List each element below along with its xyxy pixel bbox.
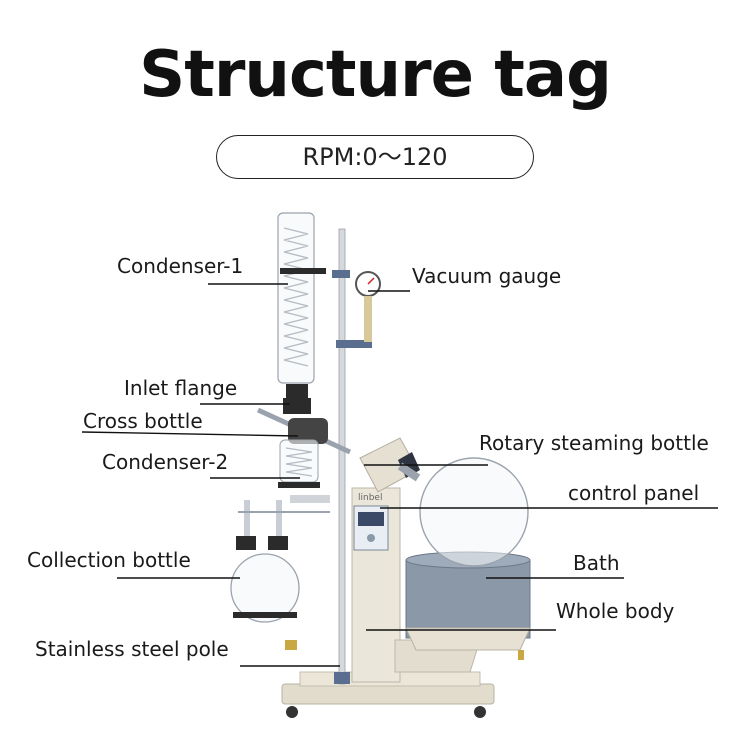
condenser-2 — [278, 439, 330, 503]
brand-logo: linbel — [358, 493, 382, 503]
collection-bottle — [230, 500, 330, 650]
leader-cross-bottle — [81, 431, 299, 437]
label-condenser-1: Condenser-1 — [117, 254, 244, 278]
leader-lines — [81, 283, 718, 667]
label-rotary-steaming-bottle: Rotary steaming bottle — [479, 431, 709, 455]
label-whole-body: Whole body — [556, 599, 675, 623]
label-stainless-steel-pole: Stainless steel pole — [35, 637, 229, 661]
stainless-steel-pole — [332, 228, 372, 685]
page-title: Structure tag — [139, 38, 612, 112]
rotary-steaming-bottle — [397, 457, 529, 567]
cross-bottle — [256, 398, 352, 455]
label-cross-bottle: Cross bottle — [83, 409, 203, 433]
condenser-1 — [277, 212, 326, 398]
label-collection-bottle: Collection bottle — [27, 548, 191, 572]
label-inlet-flange: Inlet flange — [124, 376, 238, 400]
label-vacuum-gauge: Vacuum gauge — [412, 264, 562, 288]
base — [281, 671, 495, 718]
label-bath: Bath — [573, 551, 620, 575]
bath — [405, 551, 531, 660]
label-control-panel: control panel — [568, 481, 700, 505]
vacuum-gauge — [355, 271, 381, 342]
rpm-badge: RPM:0～120 — [216, 135, 534, 179]
label-condenser-2: Condenser-2 — [102, 450, 229, 474]
